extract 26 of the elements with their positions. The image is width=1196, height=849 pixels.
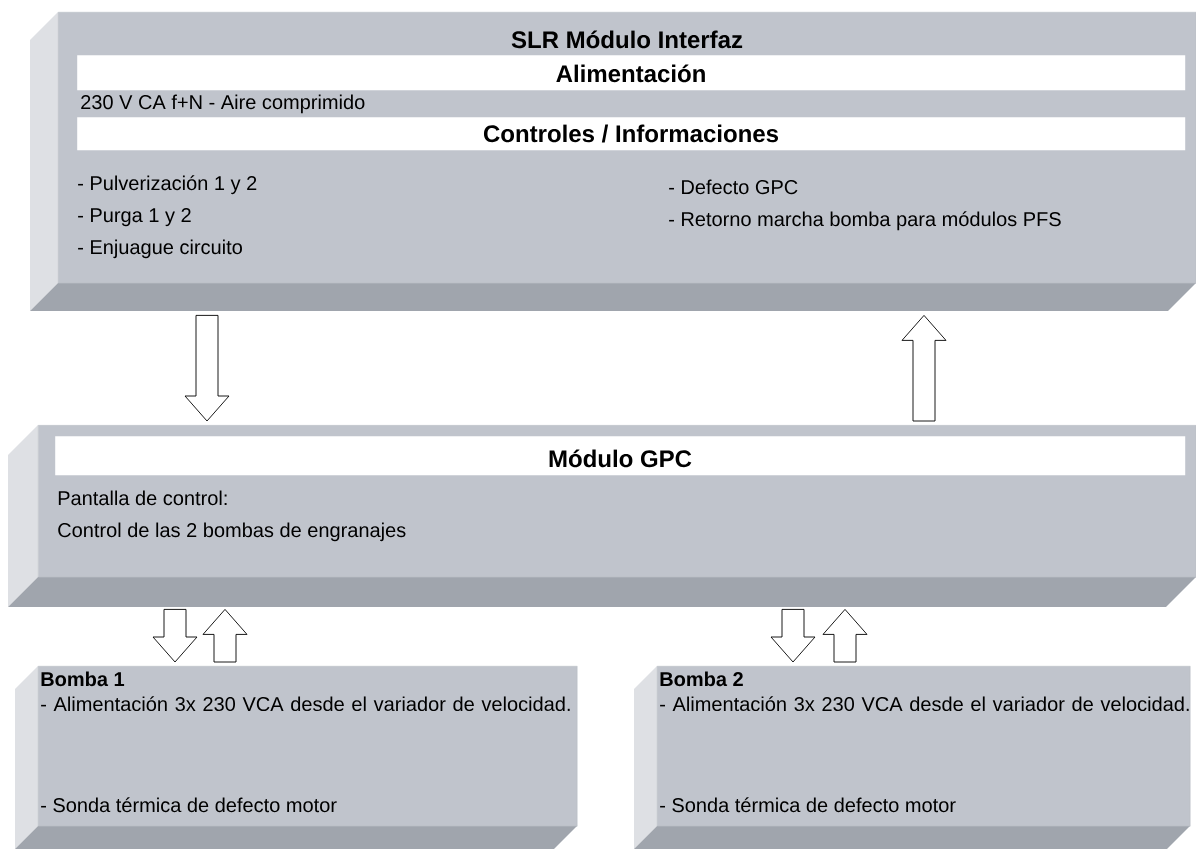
pump-box bbox=[15, 666, 578, 849]
block-arrow bbox=[901, 314, 947, 422]
list-item: - Sonda térmica de defecto motor bbox=[41, 797, 337, 813]
pump-box bbox=[634, 666, 1191, 849]
block-arrow bbox=[822, 608, 868, 663]
heading-text: Bomba 2 bbox=[660, 671, 743, 687]
heading-text: SLR Módulo Interfaz bbox=[511, 30, 743, 49]
list-item: - Defecto GPC bbox=[669, 179, 798, 195]
list-item: - Pulverización 1 y 2 bbox=[78, 175, 257, 195]
note-text: Control de las 2 bombas de engranajes bbox=[58, 522, 406, 542]
list-item: - Retorno marcha bomba para módulos PFS bbox=[669, 211, 1061, 231]
heading-text: Bomba 1 bbox=[41, 671, 125, 687]
supply-text: 230 V CA f+N - Aire comprimido bbox=[81, 94, 365, 114]
header-band: Controles / Informaciones bbox=[77, 117, 1186, 151]
block-arrow bbox=[152, 608, 198, 663]
header-band: Alimentación bbox=[77, 55, 1186, 91]
list-item: - Purga 1 y 2 bbox=[78, 208, 191, 227]
list-item: - Enjuague circuito bbox=[78, 239, 242, 259]
list-item: - Alimentación 3x 230 VCA desde el variador de velocidad. bbox=[41, 696, 570, 712]
block-arrow bbox=[184, 314, 230, 422]
block-arrow bbox=[770, 608, 816, 663]
list-item: - Alimentación 3x 230 VCA desde el variador de velocidad. bbox=[660, 696, 1189, 712]
note-text: Pantalla de control: bbox=[58, 490, 227, 506]
list-item: - Sonda térmica de defecto motor bbox=[660, 797, 956, 813]
block-arrow bbox=[202, 608, 248, 663]
header-band: Módulo GPC bbox=[55, 436, 1186, 476]
